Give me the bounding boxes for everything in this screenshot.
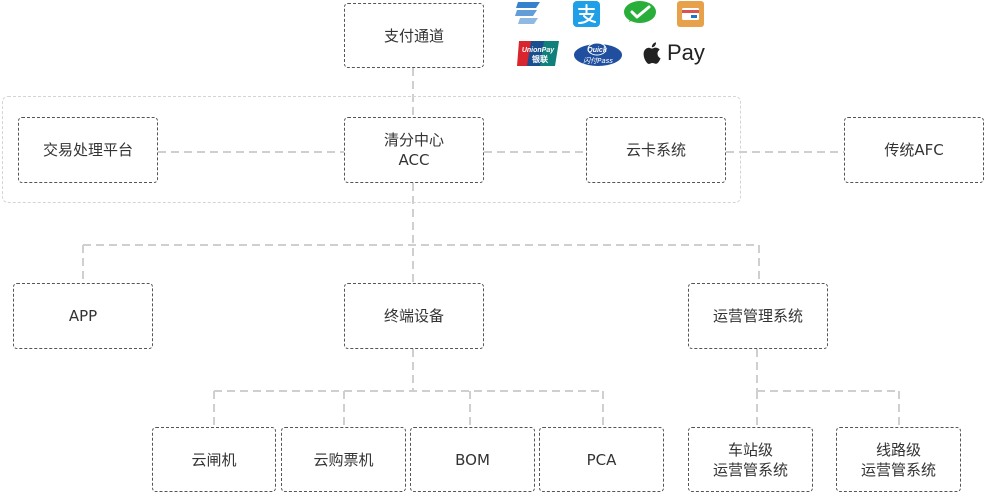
traditional-afc-label: 传统AFC <box>884 141 944 159</box>
terminal-devices-label: 终端设备 <box>383 307 444 325</box>
clearing-center-node: 清分中心 ACC <box>344 117 484 183</box>
quickpass-logo: Quick 闪付Pass <box>574 42 622 66</box>
wechat-pay-icon <box>624 1 656 23</box>
ops-management-label: 运营管理系统 <box>712 307 803 325</box>
station-ops-node: 车站级 运营管系统 <box>688 427 813 492</box>
unionpay-logo: UnionPay 银联 <box>517 41 559 66</box>
alipay-icon <box>573 1 600 27</box>
line-ops-node: 线路级 运营管系统 <box>836 427 961 492</box>
app-label: APP <box>68 307 98 325</box>
pca-node: PCA <box>539 427 664 492</box>
cloud-ticket-machine-label: 云购票机 <box>313 450 374 469</box>
unionpay-logo-text: UnionPay <box>522 47 555 54</box>
cloud-card-system-node: 云卡系统 <box>586 117 726 183</box>
trading-platform-label: 交易处理平台 <box>42 141 133 159</box>
clearing-center-sublabel: ACC <box>398 151 430 169</box>
line-ops-sublabel: 运营管系统 <box>860 460 936 479</box>
unionpay-logo-cn-text: 银联 <box>531 54 548 64</box>
bom-label: BOM <box>455 450 490 469</box>
quickpass-logo-cn-text: 闪付Pass <box>583 57 613 65</box>
terminal-devices-node: 终端设备 <box>344 283 484 349</box>
payment-channel-node: 支付通道 <box>344 3 484 68</box>
card-wallet-icon <box>677 1 704 27</box>
app-node: APP <box>13 283 153 349</box>
station-ops-sublabel: 运营管系统 <box>712 460 788 479</box>
apple-pay-logo: Pay <box>643 40 705 66</box>
ops-management-node: 运营管理系统 <box>688 283 828 349</box>
apple-pay-text: Pay <box>667 40 705 65</box>
cloud-gate-node: 云闸机 <box>152 427 276 492</box>
line-ops-label: 线路级 <box>875 440 921 459</box>
cloud-ticket-machine-node: 云购票机 <box>281 427 406 492</box>
traditional-afc-node: 传统AFC <box>844 117 984 183</box>
cloud-card-system-label: 云卡系统 <box>625 141 686 159</box>
bom-node: BOM <box>410 427 535 492</box>
cloud-gate-label: 云闸机 <box>191 450 237 469</box>
acc-group-frame <box>2 96 741 203</box>
payment-channel-label: 支付通道 <box>383 26 444 45</box>
clearing-center-label: 清分中心 <box>383 131 444 149</box>
apple-logo <box>643 42 661 64</box>
trading-platform-node: 交易处理平台 <box>18 117 158 183</box>
station-ops-label: 车站级 <box>727 440 773 459</box>
pca-label: PCA <box>586 450 617 469</box>
bank-card-icon <box>515 2 540 24</box>
quickpass-logo-text: Quick <box>587 47 608 54</box>
